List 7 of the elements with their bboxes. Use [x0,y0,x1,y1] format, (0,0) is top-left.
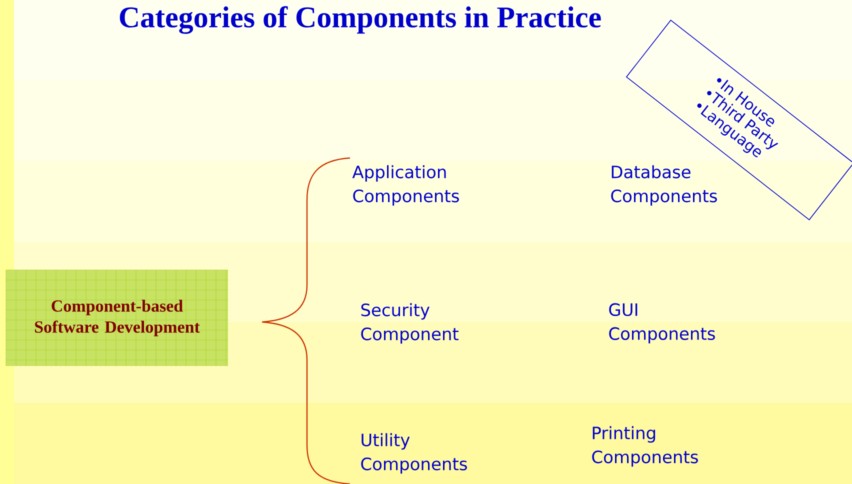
component-label: GUI Components [609,303,715,344]
title-box: Component-based Software Development [6,270,228,366]
component-label: Printing Components [592,426,698,467]
component-label: Application Components [352,165,459,206]
component-label: Utility Components [361,433,467,474]
component-label: Security Component [361,303,458,344]
slide-title: Categories of Components in Practice [120,6,601,34]
